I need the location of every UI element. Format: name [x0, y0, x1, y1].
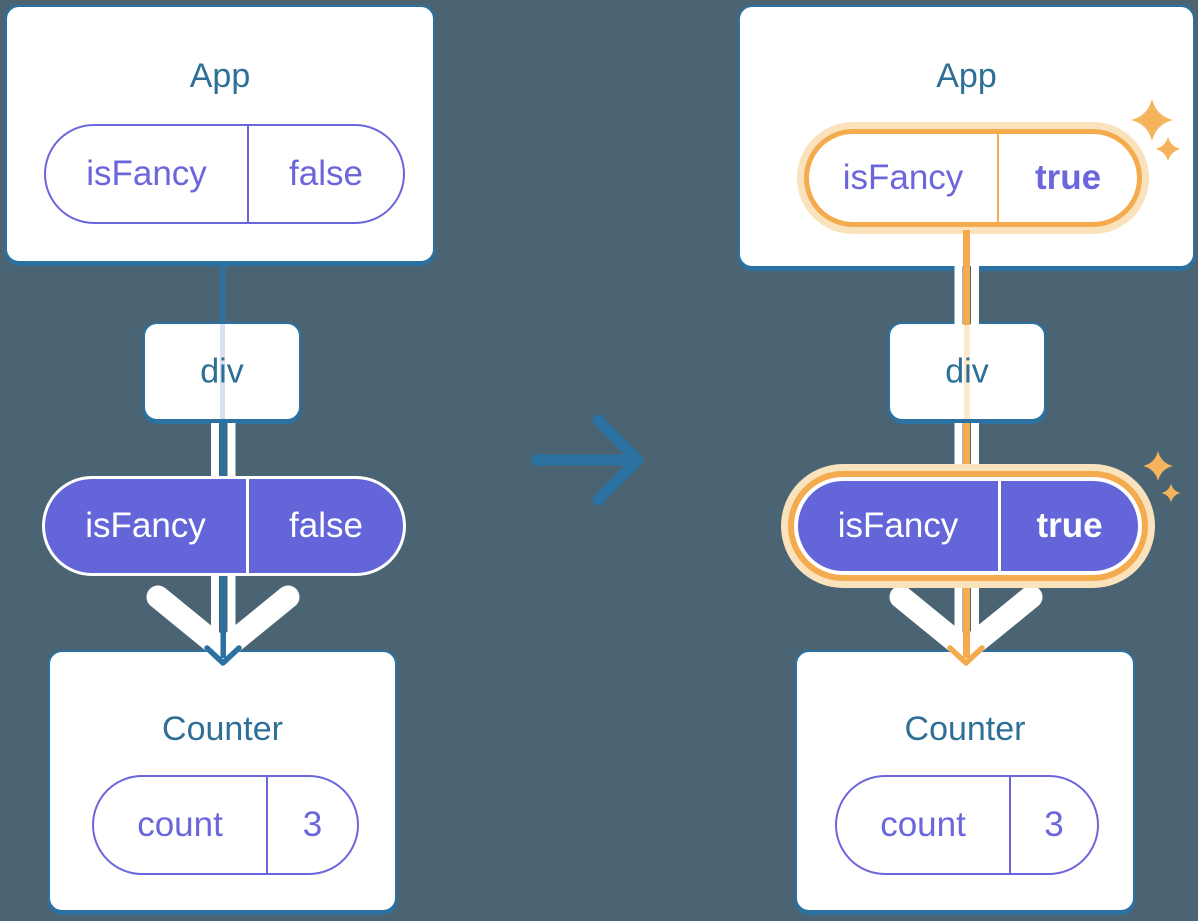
- app-card-after: App isFancy true: [738, 5, 1195, 268]
- app-card-before: App isFancy false: [5, 5, 435, 263]
- white-chevron-arrow: [889, 585, 1043, 662]
- app-title-before: App: [189, 57, 251, 95]
- div-title-before: div: [200, 352, 244, 390]
- app-state-pill-before: isFancy false: [44, 124, 405, 224]
- app-title-after: App: [936, 57, 997, 95]
- passed-prop-pill-after-highlighted: isFancy true: [794, 477, 1142, 575]
- sparkle-icon: [1143, 451, 1173, 481]
- counter-state-pill-before: count 3: [92, 775, 359, 875]
- state-value: 3: [1044, 805, 1064, 844]
- prop-value: true: [1036, 506, 1103, 545]
- counter-title-before: Counter: [162, 710, 283, 748]
- state-name: count: [837, 777, 1011, 873]
- counter-title-after: Counter: [904, 710, 1026, 748]
- sparkle-icon: [1161, 483, 1181, 503]
- state-name: isFancy: [46, 126, 249, 222]
- counter-state-pill-after: count 3: [835, 775, 1099, 875]
- prop-flow-after: [889, 230, 1043, 666]
- state-value: false: [289, 154, 363, 193]
- passed-prop-pill-before: isFancy false: [42, 476, 406, 576]
- div-card-before: div: [143, 322, 301, 421]
- state-name: isFancy: [809, 134, 999, 222]
- sparkles-prop-pill: [1143, 451, 1181, 503]
- prop-flow-line-faint: [964, 324, 970, 419]
- counter-card-after: Counter count 3: [795, 650, 1135, 912]
- white-chevron-arrow: [146, 585, 300, 662]
- div-title-after: div: [945, 352, 989, 390]
- app-state-pill-after-highlighted: isFancy true: [804, 129, 1142, 227]
- div-card-after: div: [888, 322, 1046, 421]
- prop-name: isFancy: [45, 479, 249, 573]
- prop-name: isFancy: [798, 481, 1001, 571]
- counter-card-before: Counter count 3: [48, 650, 397, 912]
- prop-value: false: [289, 506, 363, 545]
- state-value: true: [1034, 158, 1102, 197]
- transition-arrow-icon: [531, 414, 644, 506]
- state-name: count: [94, 777, 268, 873]
- prop-flow-line-faint: [219, 324, 225, 419]
- state-value: 3: [302, 805, 323, 844]
